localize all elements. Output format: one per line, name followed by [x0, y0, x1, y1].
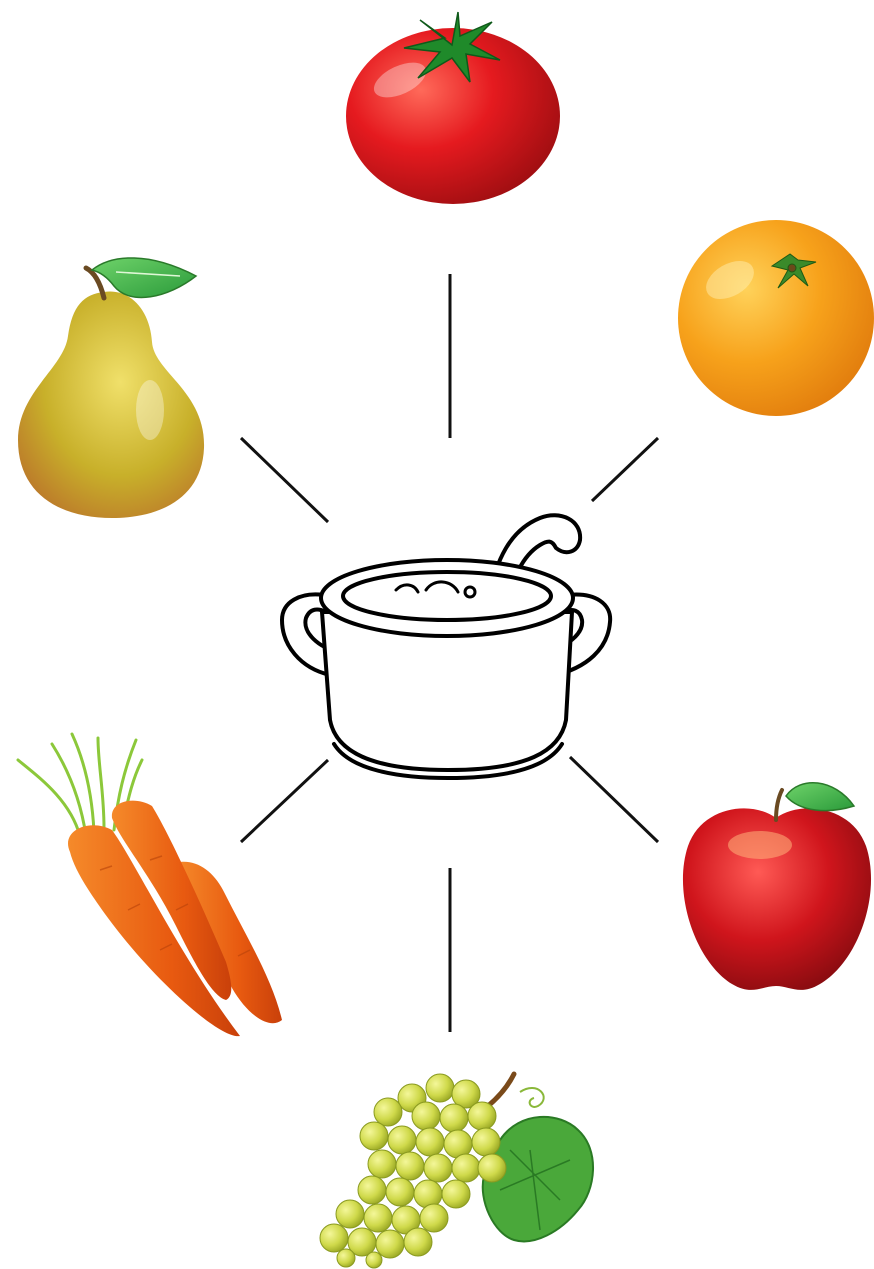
soup-pot-icon — [282, 515, 610, 778]
carrot-icon[interactable] — [18, 734, 282, 1036]
tomato-icon[interactable] — [346, 12, 560, 204]
line-carrots[interactable] — [241, 760, 328, 842]
apple-icon[interactable] — [683, 783, 871, 990]
grapes-icon[interactable] — [320, 1074, 593, 1268]
line-orange[interactable] — [592, 438, 658, 501]
pear-icon[interactable] — [18, 258, 204, 518]
line-pear[interactable] — [241, 438, 328, 522]
line-apple[interactable] — [570, 757, 658, 842]
orange-icon[interactable] — [678, 220, 874, 416]
